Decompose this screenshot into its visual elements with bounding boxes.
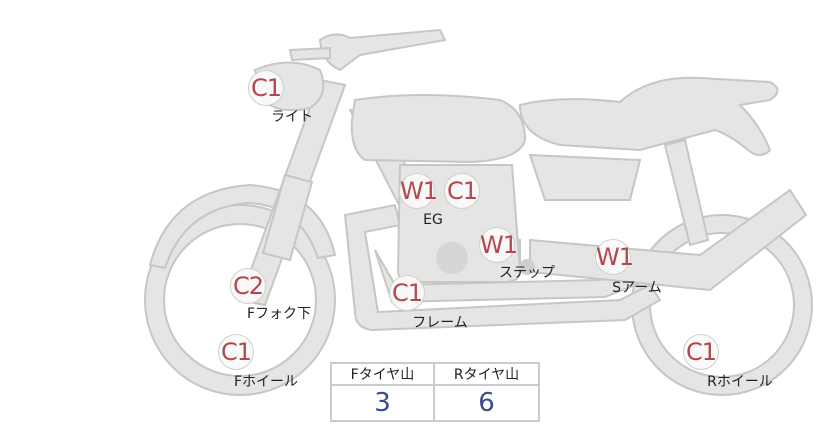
label-fork-lower: Fフォク下 xyxy=(246,306,312,322)
label-rear-wheel: Rホイール xyxy=(707,374,773,390)
badge-rear-wheel[interactable]: C1 xyxy=(683,334,719,370)
header-rear-tread: Rタイヤ山 xyxy=(435,364,538,386)
badge-engine-w[interactable]: W1 xyxy=(399,173,438,209)
label-swingarm: Sアーム xyxy=(612,280,662,296)
badge-swingarm[interactable]: W1 xyxy=(595,239,634,275)
label-frame: フレーム xyxy=(412,315,468,331)
value-front-tread: 3 xyxy=(332,386,435,420)
value-rear-tread: 6 xyxy=(478,388,495,418)
label-light: ライト xyxy=(271,109,313,125)
badge-fork-lower[interactable]: C2 xyxy=(230,268,266,304)
badge-front-wheel[interactable]: C1 xyxy=(218,334,254,370)
header-front-tread: Fタイヤ山 xyxy=(332,364,435,386)
label-front-wheel: Fホイール xyxy=(233,374,299,390)
badge-engine-c[interactable]: C1 xyxy=(444,173,480,209)
label-step: ステップ xyxy=(499,265,555,281)
badge-light[interactable]: C1 xyxy=(248,70,284,106)
tire-tread-table: Fタイヤ山 Rタイヤ山 3 6 xyxy=(330,362,540,422)
label-engine: EG xyxy=(423,212,443,228)
badge-frame[interactable]: C1 xyxy=(389,275,425,311)
badge-step[interactable]: W1 xyxy=(479,227,518,263)
